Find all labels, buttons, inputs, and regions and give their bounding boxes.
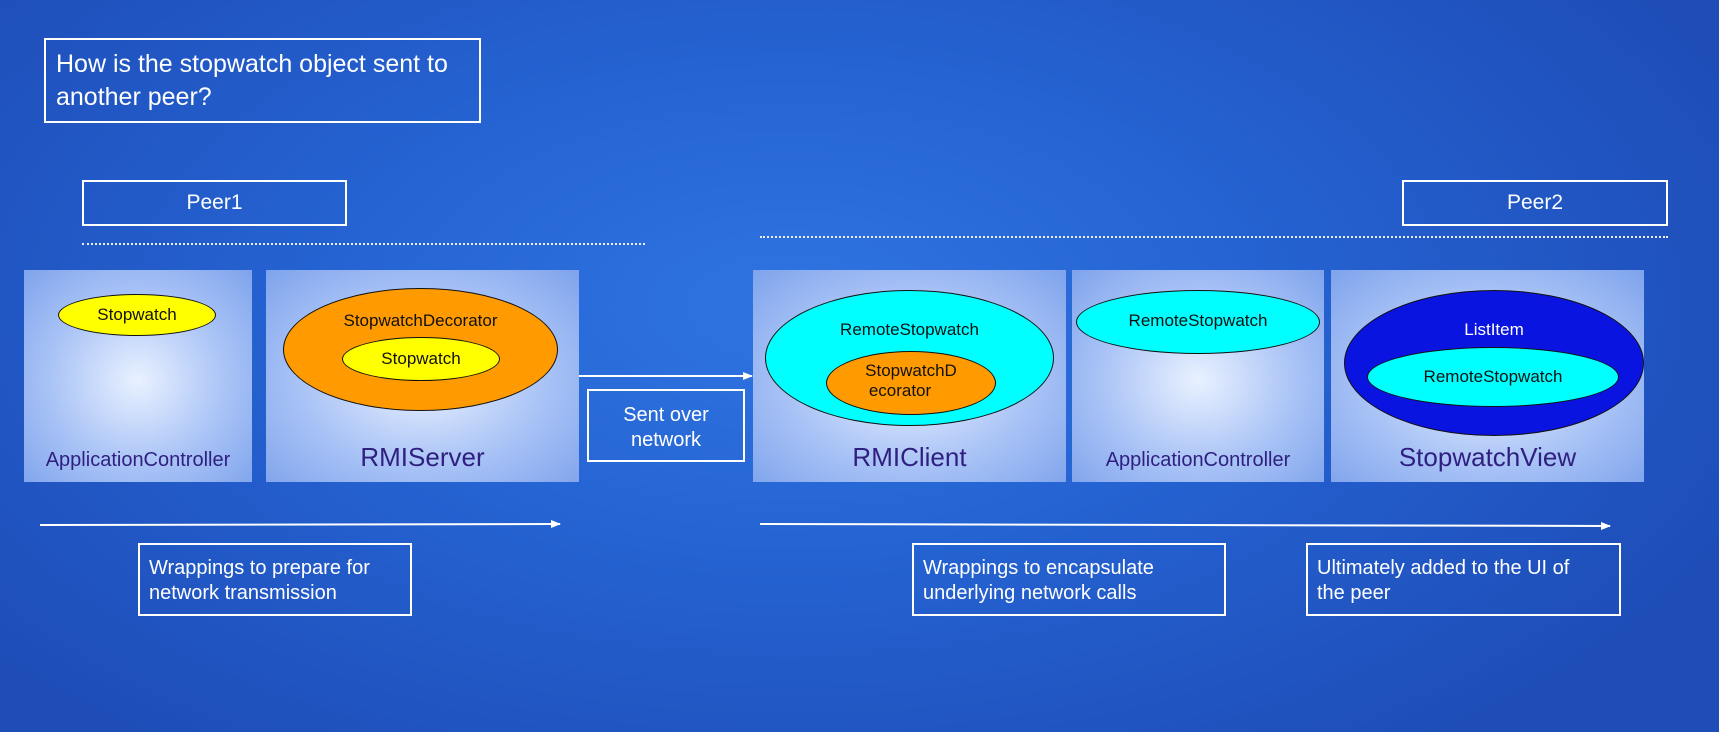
- peer2-divider: [760, 236, 1668, 238]
- stopwatch-decorator-inner-label-2: ecorator: [868, 381, 932, 400]
- remote-stopwatch-label-peer2: RemoteStopwatch: [1128, 311, 1268, 330]
- note-encapsulate-network: Wrappings to encapsulate underlying netw…: [912, 543, 1226, 616]
- remote-stopwatch-label: RemoteStopwatch: [840, 320, 979, 339]
- remote-stopwatch-inner-label: RemoteStopwatch: [1423, 367, 1563, 386]
- peer1-divider: [82, 243, 645, 245]
- note-prepare-line1: Wrappings to prepare for: [149, 557, 370, 579]
- note-encapsulate-line2: underlying network calls: [923, 582, 1137, 604]
- panel-application-controller-peer1: Stopwatch ApplicationController: [24, 270, 252, 482]
- stopwatch-decorator-label: StopwatchDecorator: [343, 311, 498, 330]
- peer2-label: Peer2: [1402, 180, 1668, 226]
- panel-rmi-client: RemoteStopwatch StopwatchD ecorator RMIC…: [753, 270, 1066, 482]
- peer2-flow-arrow: [759, 521, 1611, 530]
- diagram-title: How is the stopwatch object sent to anot…: [44, 38, 481, 123]
- note-prepare-transmission: Wrappings to prepare for network transmi…: [138, 543, 412, 616]
- note-ui-line2: the peer: [1317, 582, 1391, 604]
- stopwatch-inner-label: Stopwatch: [381, 349, 461, 368]
- remote-stopwatch-ellipse-peer2: RemoteStopwatch: [1076, 290, 1320, 354]
- sent-over-line1: Sent over: [623, 404, 709, 426]
- stopwatch-decorator-inner-ellipse: StopwatchD ecorator: [826, 351, 996, 415]
- peer1-label: Peer1: [82, 180, 347, 226]
- panel-label-stopwatch-view: StopwatchView: [1398, 442, 1577, 472]
- panel-stopwatch-view: ListItem RemoteStopwatch StopwatchView: [1331, 270, 1644, 482]
- panel-rmi-server: StopwatchDecorator Stopwatch RMIServer: [266, 270, 579, 482]
- panel-label-rmi-client: RMIClient: [852, 442, 967, 472]
- note-added-to-ui: Ultimately added to the UI of the peer: [1306, 543, 1621, 616]
- list-item-ellipse: ListItem RemoteStopwatch: [1344, 290, 1644, 436]
- panel-label-rmi-server: RMIServer: [360, 442, 485, 472]
- remote-stopwatch-inner-ellipse: RemoteStopwatch: [1367, 347, 1619, 407]
- sent-over-line2: network: [630, 429, 702, 451]
- panel-application-controller-peer2: RemoteStopwatch ApplicationController: [1072, 270, 1324, 482]
- remote-stopwatch-ellipse: RemoteStopwatch StopwatchD ecorator: [765, 290, 1054, 426]
- peer1-flow-arrow: [39, 520, 561, 529]
- note-encapsulate-line1: Wrappings to encapsulate: [923, 557, 1154, 579]
- sent-over-network-box: Sent over network: [587, 389, 745, 462]
- panel-label-application-controller-peer2: ApplicationController: [1105, 449, 1291, 471]
- stopwatch-inner-ellipse: Stopwatch: [342, 337, 500, 381]
- stopwatch-ellipse: Stopwatch: [58, 294, 216, 336]
- stopwatch-ellipse-label: Stopwatch: [97, 305, 177, 324]
- stopwatch-decorator-inner-label-1: StopwatchD: [865, 361, 957, 380]
- note-prepare-line2: network transmission: [149, 582, 337, 604]
- panel-label-application-controller-peer1: ApplicationController: [45, 449, 231, 471]
- stopwatch-decorator-ellipse: StopwatchDecorator Stopwatch: [283, 288, 558, 411]
- list-item-label: ListItem: [1464, 320, 1524, 339]
- note-ui-line1: Ultimately added to the UI of: [1317, 557, 1570, 579]
